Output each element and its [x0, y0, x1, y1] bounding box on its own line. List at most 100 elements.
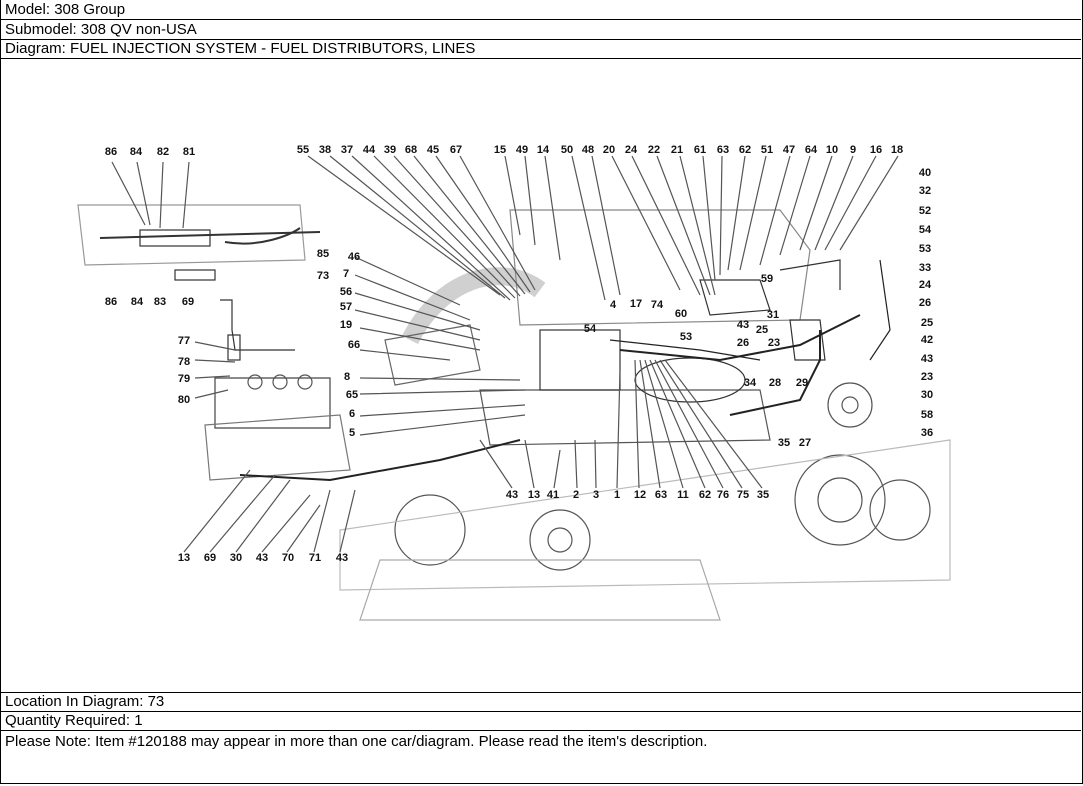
note-label: Please Note:	[5, 733, 91, 750]
callout-79: 79	[178, 373, 190, 385]
callout-22: 22	[648, 144, 660, 156]
callout-11: 11	[677, 489, 689, 501]
callout-82: 82	[157, 146, 169, 158]
callout-32: 32	[919, 185, 931, 197]
callout-64: 64	[805, 144, 818, 156]
callout-43: 43	[921, 353, 933, 365]
engine-sketch	[77, 155, 951, 621]
callout-1: 1	[614, 489, 620, 501]
callout-43: 43	[336, 552, 348, 564]
callout-4: 4	[610, 299, 617, 311]
callout-8: 8	[344, 371, 350, 383]
callout-47: 47	[783, 144, 795, 156]
callout-55: 55	[297, 144, 309, 156]
callout-86: 86	[105, 146, 117, 158]
callout-27: 27	[799, 437, 811, 449]
callout-6: 6	[349, 408, 355, 420]
callout-40: 40	[919, 167, 931, 179]
callout-53: 53	[680, 331, 692, 343]
model-label: Model:	[5, 1, 51, 18]
quantity-row: Quantity Required: 1	[0, 712, 1081, 730]
callout-42: 42	[921, 334, 933, 346]
callout-51: 51	[761, 144, 773, 156]
callout-65: 65	[346, 389, 358, 401]
callout-69: 69	[204, 552, 216, 564]
submodel-value: 308 QV non-USA	[80, 21, 197, 38]
callout-34: 34	[744, 377, 757, 389]
callout-23: 23	[921, 371, 933, 383]
callout-35: 35	[778, 437, 790, 449]
callout-71: 71	[309, 552, 321, 564]
note-text: Item #120188 may appear in more than one…	[95, 733, 708, 750]
callout-49: 49	[516, 144, 528, 156]
callout-69: 69	[182, 296, 194, 308]
callout-30: 30	[230, 552, 242, 564]
callout-77: 77	[178, 335, 190, 347]
diagram-label: Diagram:	[5, 40, 66, 57]
callout-2: 2	[573, 489, 579, 501]
callout-53: 53	[919, 243, 931, 255]
callout-18: 18	[891, 144, 903, 156]
callout-19: 19	[340, 319, 352, 331]
callout-35: 35	[757, 489, 769, 501]
callout-17: 17	[630, 298, 642, 310]
submodel-row: Submodel: 308 QV non-USA	[0, 21, 1081, 39]
note-row: Please Note: Item #120188 may appear in …	[0, 733, 1081, 751]
callout-70: 70	[282, 552, 294, 564]
callout-16: 16	[870, 144, 882, 156]
divider	[0, 692, 1081, 693]
model-value: 308 Group	[54, 1, 126, 18]
callout-38: 38	[319, 144, 331, 156]
callout-62: 62	[699, 489, 711, 501]
callout-33: 33	[919, 262, 931, 274]
callout-45: 45	[427, 144, 439, 156]
divider	[0, 58, 1081, 59]
callout-74: 74	[651, 299, 664, 311]
callout-30: 30	[921, 389, 933, 401]
callout-41: 41	[547, 489, 559, 501]
callout-78: 78	[178, 356, 190, 368]
callout-9: 9	[850, 144, 856, 156]
callout-48: 48	[582, 144, 594, 156]
callout-29: 29	[796, 377, 808, 389]
callout-63: 63	[717, 144, 729, 156]
callout-84: 84	[131, 296, 144, 308]
callout-54: 54	[919, 224, 932, 236]
diagram-title-row: Diagram: FUEL INJECTION SYSTEM - FUEL DI…	[0, 40, 1081, 58]
callout-66: 66	[348, 339, 360, 351]
callout-68: 68	[405, 144, 417, 156]
quantity-label: Quantity Required:	[5, 712, 131, 729]
callout-73: 73	[317, 270, 329, 282]
callout-13: 13	[178, 552, 190, 564]
divider	[0, 711, 1081, 712]
callout-86: 86	[105, 296, 117, 308]
callout-85: 85	[317, 248, 329, 260]
callout-36: 36	[921, 427, 933, 439]
callout-43: 43	[506, 489, 518, 501]
callout-26: 26	[919, 297, 931, 309]
callout-52: 52	[919, 205, 931, 217]
callout-59: 59	[761, 273, 773, 285]
callout-61: 61	[694, 144, 706, 156]
callout-57: 57	[340, 301, 352, 313]
model-row: Model: 308 Group	[0, 1, 1081, 19]
callout-46: 46	[348, 251, 360, 263]
callout-80: 80	[178, 394, 190, 406]
callout-37: 37	[341, 144, 353, 156]
callout-15: 15	[494, 144, 506, 156]
callout-25: 25	[921, 317, 933, 329]
callout-7: 7	[343, 268, 349, 280]
callout-25: 25	[756, 324, 768, 336]
callout-39: 39	[384, 144, 396, 156]
location-row: Location In Diagram: 73	[0, 693, 1081, 711]
quantity-value: 1	[134, 712, 143, 729]
callout-84: 84	[130, 146, 143, 158]
callout-72: 72	[0, 60, 6, 63]
submodel-label: Submodel:	[5, 21, 77, 38]
callout-31: 31	[767, 309, 779, 321]
callout-60: 60	[675, 308, 687, 320]
callout-20: 20	[603, 144, 615, 156]
callout-23: 23	[768, 337, 780, 349]
